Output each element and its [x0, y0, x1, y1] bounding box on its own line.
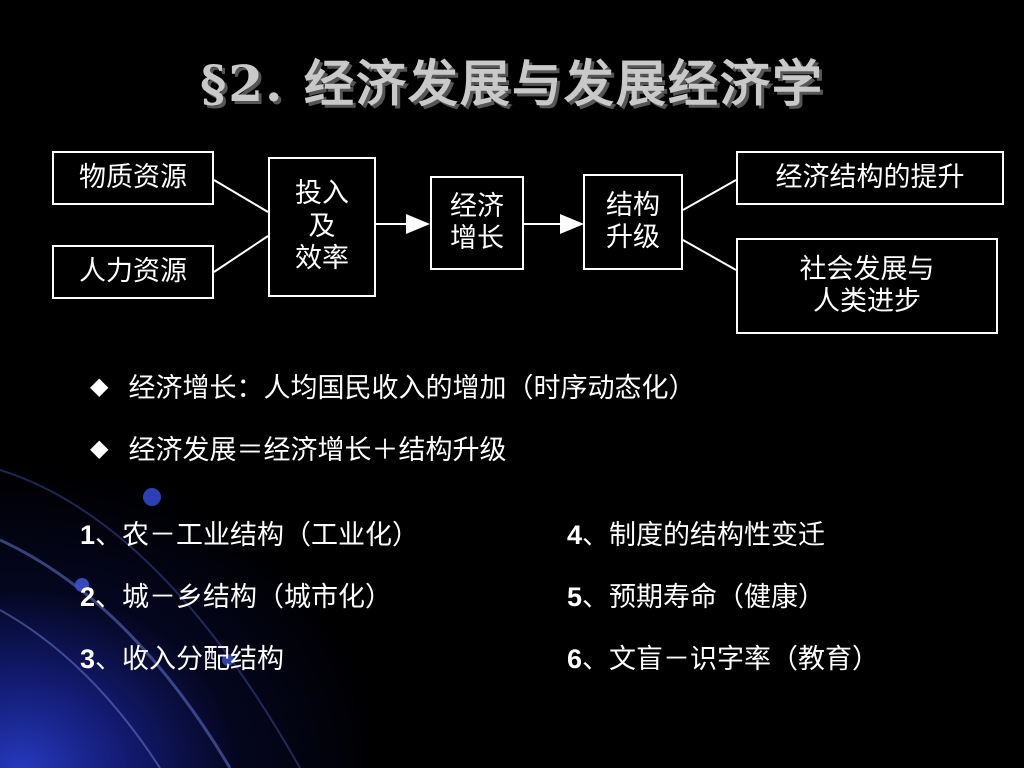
- list-item-text: 、城－乡结构（城市化）: [95, 582, 393, 613]
- list-item: 2、城－乡结构（城市化）: [80, 575, 392, 614]
- list-item: 6、文盲－识字率（教育）: [567, 637, 879, 676]
- list-item-number: 2: [80, 582, 96, 612]
- list-item: 5、预期寿命（健康）: [567, 575, 825, 614]
- box-human-resources: 人力资源: [52, 245, 214, 299]
- list-item: 4、制度的结构性变迁: [567, 513, 825, 552]
- box-economic-growth: 经济 增长: [430, 176, 524, 270]
- list-item-text: 、收入分配结构: [95, 644, 285, 675]
- bullet-item: ◆ 经济发展＝经济增长＋结构升级: [90, 428, 506, 467]
- box-structure-label: 结构 升级: [606, 189, 660, 253]
- list-item-number: 6: [567, 644, 583, 674]
- list-item-number: 4: [567, 520, 583, 550]
- box-material-label: 物质资源: [79, 161, 187, 193]
- list-item: 1、农－工业结构（工业化）: [80, 513, 419, 552]
- list-item-text: 、制度的结构性变迁: [582, 520, 826, 551]
- bullet-text: 经济增长：人均国民收入的增加（时序动态化）: [128, 373, 696, 404]
- box-economic-structure: 经济结构的提升: [736, 151, 1004, 205]
- connector-structure-to-econ: [682, 179, 737, 211]
- box-material-resources: 物质资源: [52, 151, 214, 205]
- box-social-label: 社会发展与 人类进步: [799, 253, 935, 317]
- slide-title: §2. 经济发展与发展经济学: [200, 54, 824, 113]
- list-item-text: 、预期寿命（健康）: [582, 582, 826, 613]
- box-input-efficiency: 投入 及 效率: [268, 157, 376, 297]
- list-item-number: 3: [80, 644, 96, 674]
- list-item-number: 5: [567, 582, 583, 612]
- box-human-label: 人力资源: [79, 255, 187, 287]
- connector-material-to-input: [213, 179, 269, 213]
- list-item-text: 、文盲－识字率（教育）: [582, 644, 880, 675]
- connector-human-to-input: [213, 235, 269, 273]
- box-social-development: 社会发展与 人类进步: [736, 238, 998, 334]
- box-input-label: 投入 及 效率: [295, 178, 349, 275]
- diamond-icon: ◆: [90, 371, 109, 400]
- bullet-text: 经济发展＝经济增长＋结构升级: [128, 435, 507, 466]
- box-growth-label: 经济 增长: [450, 190, 504, 254]
- list-item: 3、收入分配结构: [80, 637, 284, 676]
- connector-structure-to-social: [682, 239, 737, 271]
- box-structure-upgrade: 结构 升级: [583, 174, 683, 270]
- diamond-icon: ◆: [90, 433, 109, 462]
- bullet-item: ◆ 经济增长：人均国民收入的增加（时序动态化）: [90, 366, 695, 405]
- list-item-number: 1: [80, 520, 96, 550]
- box-econ-structure-label: 经济结构的提升: [775, 161, 965, 193]
- list-item-text: 、农－工业结构（工业化）: [95, 520, 420, 551]
